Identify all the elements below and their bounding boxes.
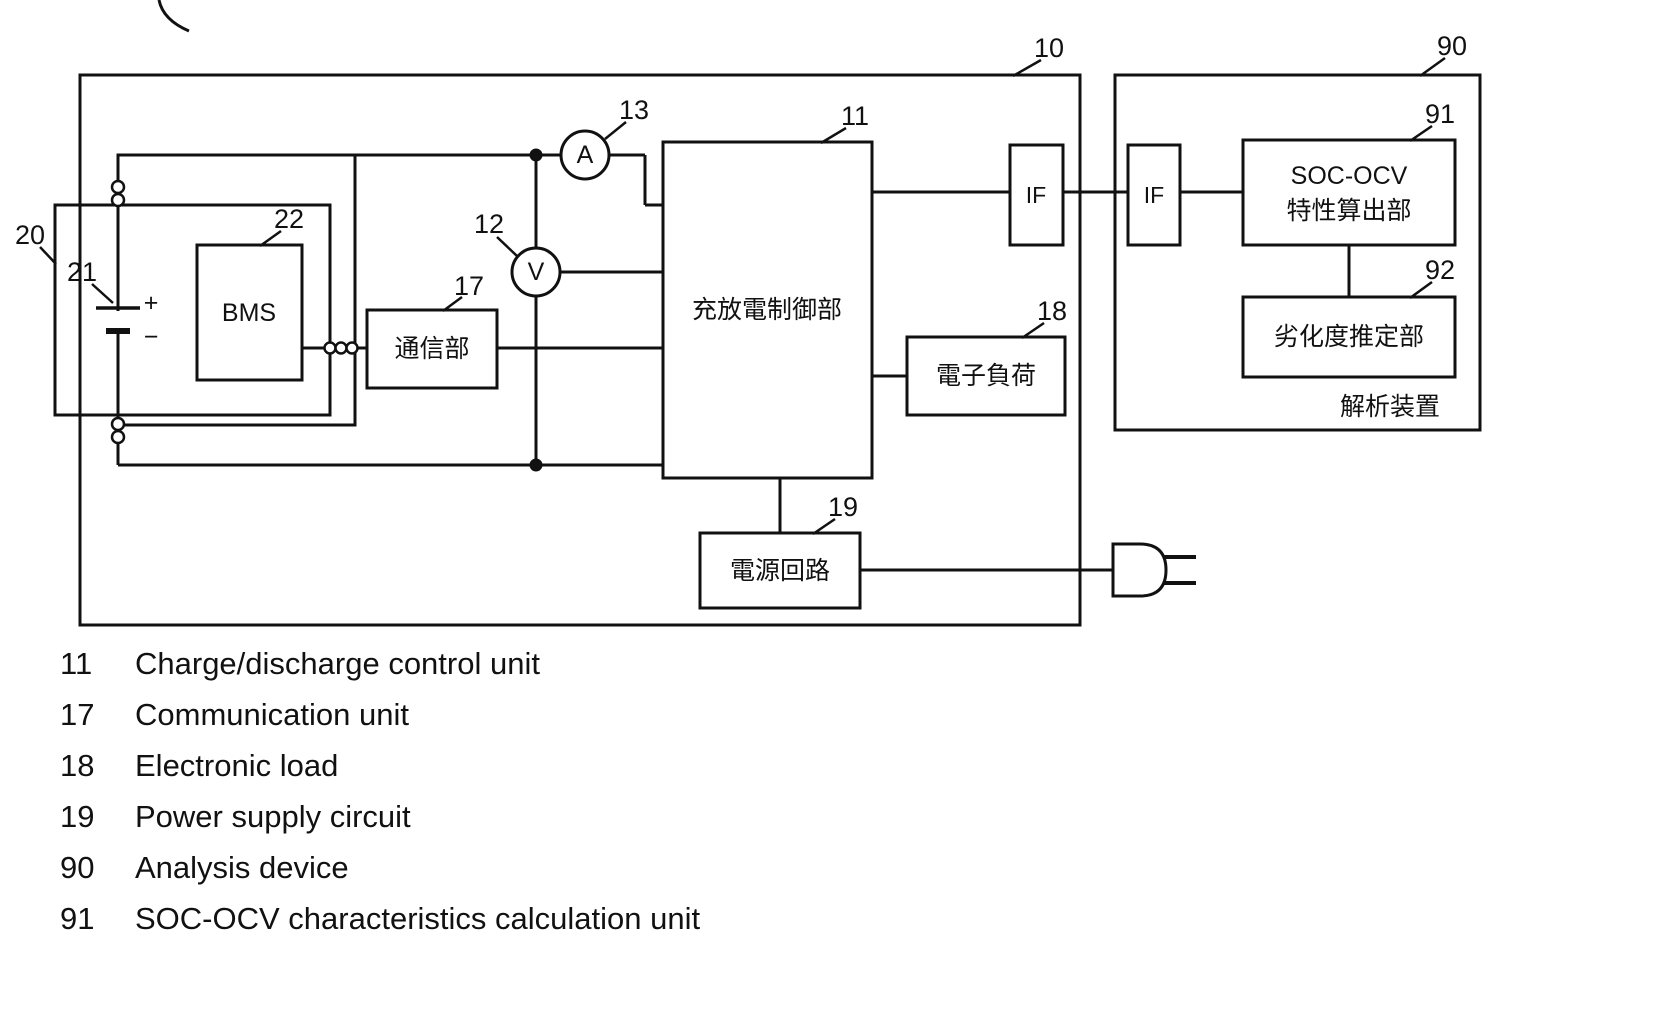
if-left-label: IF [1026, 182, 1046, 208]
power-supply-circuit-label: 電源回路 [730, 557, 830, 585]
charge-discharge-control-box [661, 140, 874, 480]
connector-circle [345, 341, 359, 355]
ref-label-power: 19 [828, 492, 858, 522]
battery-plus-sign: + [144, 289, 159, 317]
reference-numerals: 10 90 11 13 12 17 22 20 21 18 19 91 92 [15, 31, 1467, 536]
ref-label-bms: 22 [274, 204, 304, 234]
battery-minus-sign: − [144, 323, 159, 351]
ref-label-degradation: 92 [1425, 255, 1455, 285]
legend-num: 19 [60, 799, 94, 834]
figure-number-leader-curve [157, 0, 190, 33]
leader-line [442, 295, 463, 313]
soc-ocv-label-line1: SOC-OCV [1291, 162, 1408, 190]
voltmeter-label: V [528, 258, 545, 286]
charge-discharge-control-label: 充放電制御部 [692, 296, 842, 324]
legend-list: 11 Charge/discharge control unit 17 Comm… [60, 646, 700, 936]
battery-gap-mask [110, 311, 126, 329]
junction-dot [529, 458, 543, 472]
ammeter-circle [559, 129, 611, 181]
battery-pack-box [53, 203, 332, 417]
ref-label-load: 18 [1037, 296, 1067, 326]
ac-plug [1111, 542, 1196, 598]
legend-text: Communication unit [135, 697, 409, 732]
leader-line [259, 229, 282, 248]
power-supply-circuit-box [698, 531, 862, 610]
leader-line [91, 283, 114, 304]
ref-label-voltmeter: 12 [474, 209, 504, 239]
connector-circle [110, 179, 126, 195]
electronic-load-label: 電子負荷 [936, 362, 1036, 390]
leader-line [1409, 124, 1433, 143]
analysis-device-label: 解析装置 [1340, 393, 1440, 421]
legend-num: 18 [60, 748, 94, 783]
ref-label-ammeter: 13 [619, 95, 649, 125]
legend-num: 90 [60, 850, 94, 885]
comm-connector [323, 341, 359, 355]
legend-text: SOC-OCV characteristics calculation unit [135, 901, 700, 936]
connector-circle [110, 192, 126, 208]
leader-line [1021, 321, 1045, 340]
connector-circle [110, 429, 126, 445]
leader-line [1012, 58, 1042, 78]
legend-text: Analysis device [135, 850, 349, 885]
battery-symbol: + − [96, 289, 158, 351]
plug-body [1111, 542, 1168, 598]
ref-label-soc-ocv: 91 [1425, 99, 1455, 129]
communication-unit-box [365, 308, 499, 390]
legend-text: Power supply circuit [135, 799, 411, 834]
connector-circle [334, 341, 348, 355]
leader-line [1419, 56, 1446, 78]
voltmeter-circle [510, 246, 562, 298]
ref-label-comm: 17 [454, 271, 484, 301]
if-left-box [1008, 143, 1065, 247]
ref-label-pack: 20 [15, 220, 45, 250]
system-boundary-box [78, 73, 1082, 627]
soc-ocv-label-line2: 特性算出部 [1286, 197, 1411, 225]
if-right-box [1126, 143, 1182, 247]
connector-circle [110, 416, 126, 432]
analysis-device-box [1113, 73, 1482, 432]
if-right-label: IF [1144, 182, 1164, 208]
ref-label-system: 10 [1034, 33, 1064, 63]
leader-line [496, 236, 518, 257]
ammeter-label: A [577, 141, 594, 169]
bms-label: BMS [222, 299, 276, 327]
leader-line [820, 126, 847, 145]
leader-line [604, 121, 627, 140]
bms-box [195, 243, 304, 382]
leader-line [1409, 280, 1433, 300]
degradation-estimation-box [1241, 295, 1457, 379]
pack-top-connector [110, 179, 126, 208]
electronic-load-box [905, 335, 1067, 417]
legend-text: Charge/discharge control unit [135, 646, 540, 681]
ref-label-analysis-device: 90 [1437, 31, 1467, 61]
pack-bottom-connector [110, 416, 126, 445]
connector-circle [323, 341, 337, 355]
degradation-estimation-label: 劣化度推定部 [1274, 323, 1424, 351]
communication-unit-label: 通信部 [394, 335, 469, 363]
legend-num: 91 [60, 901, 94, 936]
soc-ocv-calculation-box [1241, 138, 1457, 247]
legend-num: 11 [60, 646, 92, 681]
junction-dot [529, 148, 543, 162]
legend-num: 17 [60, 697, 94, 732]
leader-line [812, 517, 836, 536]
ref-label-battery: 21 [67, 257, 97, 287]
leader-line [39, 246, 57, 265]
ref-label-control: 11 [841, 101, 869, 131]
legend-text: Electronic load [135, 748, 338, 783]
